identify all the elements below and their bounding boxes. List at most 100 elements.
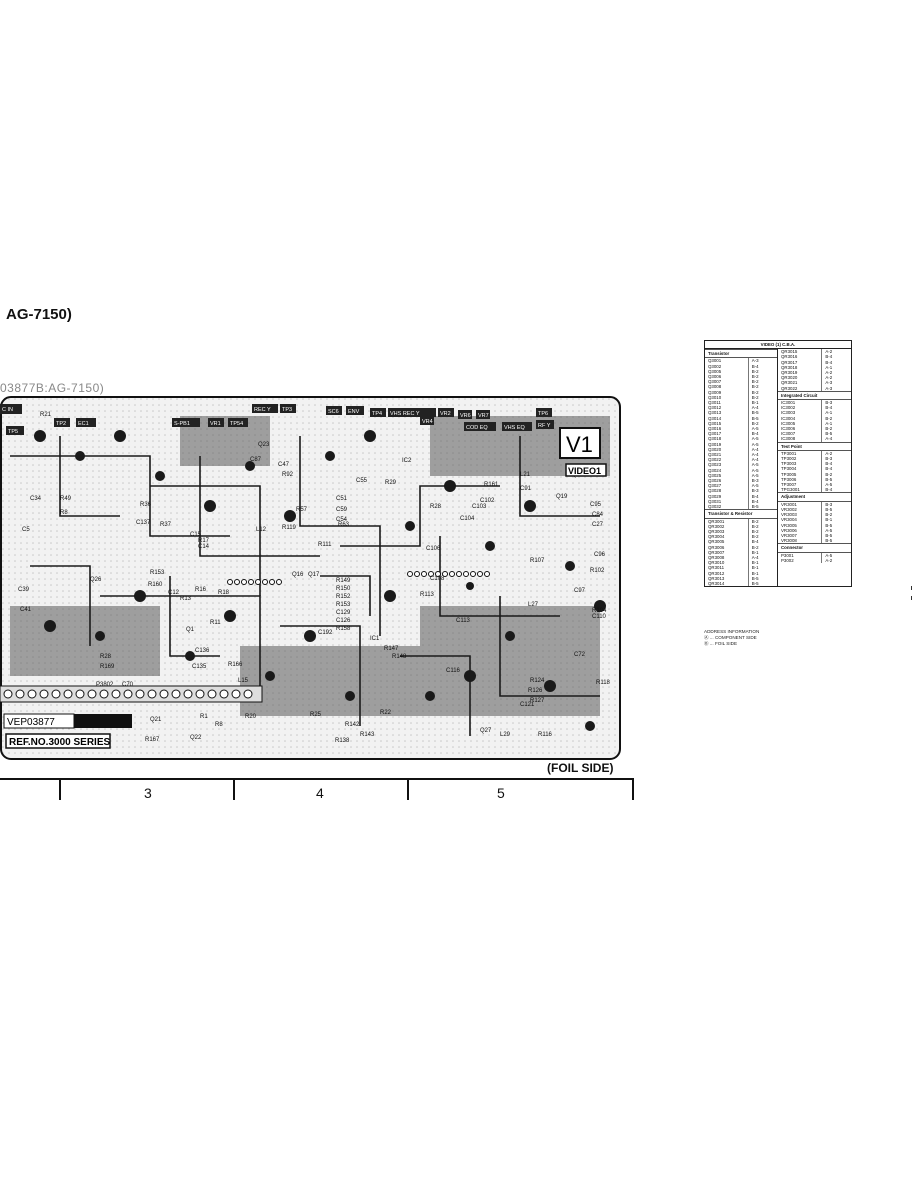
connector-label: REC Y (252, 404, 278, 413)
component-label: C135 (192, 664, 207, 670)
grid-address: B-5 (747, 410, 774, 416)
connector-label: VHS EQ (502, 422, 532, 431)
grid-address: B-2 (747, 394, 774, 401)
ref-designator: Q3011 (708, 400, 721, 406)
ref-designator: Q3027 (708, 483, 722, 489)
grid-address: A-4 (747, 554, 774, 561)
ref-designator: QR3002 (708, 523, 725, 529)
ref-designator: QR3015 (781, 349, 798, 355)
grid-ruler (0, 778, 634, 800)
address-information: ADDRESS INFORMATION Ⓐ ... COMPONENT SIDE… (704, 629, 759, 647)
svg-text:VR1: VR1 (210, 421, 221, 427)
ref-designator: Q3002 (708, 363, 722, 369)
svg-text:VR2: VR2 (440, 411, 451, 417)
component-label: C103 (472, 504, 487, 510)
component-label: C39 (18, 587, 30, 593)
connector-label: VHS REC Y (388, 408, 436, 417)
component-label: R16 (195, 587, 207, 593)
component-label: IC1 (370, 636, 380, 642)
grid-address: B-2 (747, 544, 774, 550)
grid-address: B-5 (747, 504, 774, 510)
grid-address: B-2 (747, 389, 774, 395)
component-label: R124 (530, 678, 545, 684)
grid-address: B-1 (747, 565, 774, 571)
component-label: R153 (150, 570, 165, 576)
component-label: R37 (160, 522, 172, 528)
connector-label: TP3 (280, 404, 296, 413)
component-label: Q19 (556, 494, 568, 500)
grid-address: B-2 (747, 384, 774, 390)
ref-designator: QR3022 (781, 385, 798, 391)
ref-designator: IC3007 (781, 431, 796, 437)
connector-label: RF Y (536, 420, 554, 429)
svg-text:TP3: TP3 (282, 407, 292, 413)
ref-designator: Q3006 (708, 374, 722, 380)
ref-designator: Q3021 (708, 452, 722, 458)
margin-tick (911, 596, 912, 600)
svg-text:TP54: TP54 (230, 421, 243, 427)
component-label: R126 (528, 688, 543, 694)
grid-address: A-5 (747, 441, 774, 447)
svg-text:SC6: SC6 (328, 409, 339, 415)
svg-text:C IN: C IN (2, 407, 13, 413)
connector-label: SC6 (326, 406, 342, 415)
grid-address: B-1 (747, 560, 774, 566)
grid-address: B-2 (747, 374, 774, 380)
component-label: C121 (520, 702, 535, 708)
grid-address: B-2 (821, 512, 848, 518)
grid-address: B-1 (747, 570, 774, 576)
grid-address: A-4 (747, 446, 774, 453)
component-label: C116 (446, 668, 461, 674)
table-row: Q3006 B-2 (705, 374, 777, 380)
connector-label: TP2 (54, 418, 70, 427)
component-label: C192 (318, 630, 333, 636)
board-labels: V1 VIDEO1 VEP03877 REF.NO.3000 SERIES (3, 427, 607, 749)
grid-address: A-2 (821, 557, 848, 563)
component-label: C72 (574, 652, 586, 658)
svg-text:S-PB1: S-PB1 (174, 421, 190, 427)
component-label: Q17 (308, 572, 320, 578)
table-row: QR3010 B-1 (705, 560, 777, 566)
ic-rows (227, 571, 490, 585)
grid-address: B-4 (821, 466, 848, 472)
grid-address: B-2 (747, 420, 774, 427)
board-name-label: VIDEO1 (568, 466, 601, 476)
connector-label: VR1 (208, 418, 224, 427)
ref-designator: Q3029 (708, 493, 722, 499)
foil-side-label: (FOIL SIDE) (547, 761, 614, 775)
ref-designator: P3001 (781, 552, 794, 558)
ref-designator: TP3006 (781, 476, 797, 482)
grid-address: A-3 (821, 380, 848, 386)
connector-label: TP4 (370, 408, 386, 417)
connector-label: ENV (346, 406, 364, 415)
grid-address: B-4 (747, 431, 774, 437)
component-label: L21 (520, 472, 531, 478)
ref-designator: TP3004 (781, 466, 797, 472)
ref-designator: Q3015 (708, 420, 722, 426)
grid-address: B-4 (747, 498, 774, 505)
ref-designator: QR3010 (708, 560, 725, 566)
component-label: C34 (30, 496, 42, 502)
component-label: R111 (318, 542, 332, 548)
component-label: P3802 (96, 682, 114, 688)
grid-address: B-1 (747, 400, 774, 406)
component-label: R104 (592, 608, 607, 614)
ref-designator: QR3005 (708, 539, 725, 545)
